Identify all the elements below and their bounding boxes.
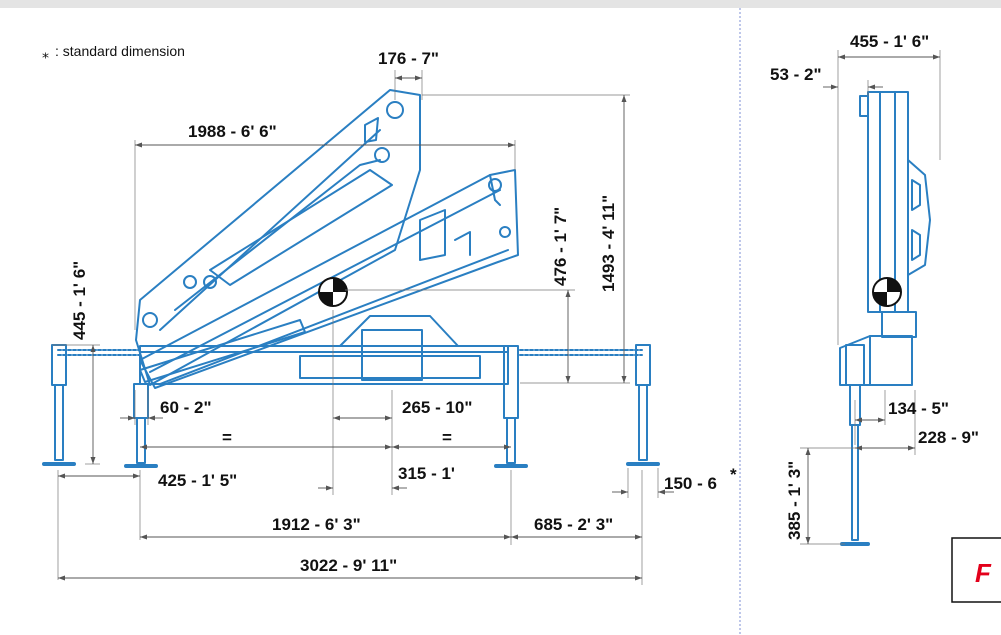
dim-front-base-a: 134 - 5" bbox=[888, 399, 949, 418]
dim-front-base-b: 228 - 9" bbox=[918, 428, 979, 447]
top-band bbox=[0, 0, 1001, 8]
dim-total-width: 3022 - 9' 11" bbox=[300, 556, 397, 575]
dim-outrigger-height: 445 - 1' 6" bbox=[70, 261, 89, 340]
svg-text:F: F bbox=[975, 558, 992, 588]
side-view-dimensions bbox=[52, 70, 674, 585]
dim-foot-size: 425 - 1' 5" bbox=[158, 471, 237, 490]
equal-mark-left: = bbox=[222, 428, 232, 447]
cog-marker-side bbox=[318, 277, 348, 307]
front-view-dimensions bbox=[800, 50, 941, 545]
dim-column-offset: 265 - 10" bbox=[402, 398, 472, 417]
legend-star: ⁎ bbox=[42, 45, 49, 61]
brand-logo: F bbox=[951, 537, 1001, 603]
dim-cog-offset: 315 - 1' bbox=[398, 464, 455, 483]
dim-foot-pad: 150 - 6 bbox=[664, 474, 717, 493]
dim-top-width: 176 - 7" bbox=[378, 49, 439, 68]
dim-boom-length: 1988 - 6' 6" bbox=[188, 122, 277, 141]
dim-frame-width: 1912 - 6' 3" bbox=[272, 515, 361, 534]
cog-marker-front bbox=[872, 277, 902, 307]
star-mark: * bbox=[730, 465, 737, 484]
legend-text: : standard dimension bbox=[55, 43, 185, 59]
dim-front-top-width: 455 - 1' 6" bbox=[850, 32, 929, 51]
dim-front-top-offset: 53 - 2" bbox=[770, 65, 822, 84]
dim-total-height: 1493 - 4' 11" bbox=[599, 195, 618, 292]
dim-base-offset: 60 - 2" bbox=[160, 398, 212, 417]
dim-boom-to-cog: 476 - 1' 7" bbox=[551, 207, 570, 286]
front-view-crane bbox=[839, 91, 931, 546]
equal-mark-right: = bbox=[442, 428, 452, 447]
dim-front-foot-height: 385 - 1' 3" bbox=[785, 461, 804, 540]
dim-outrigger-ext: 685 - 2' 3" bbox=[534, 515, 613, 534]
